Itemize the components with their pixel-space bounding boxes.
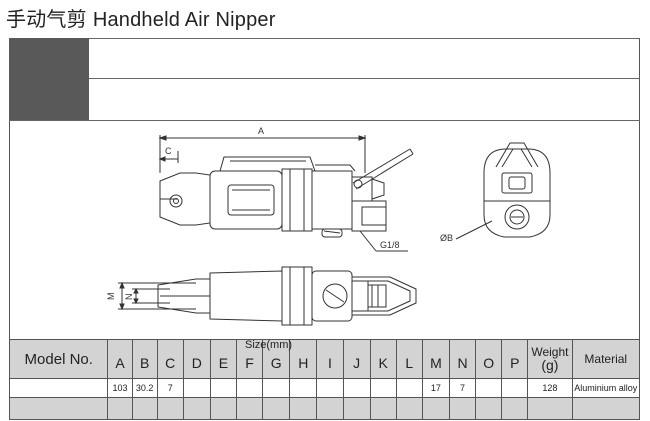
- top-view: [118, 266, 417, 326]
- size-header: Size(mm): [245, 339, 293, 351]
- value-g: [262, 378, 291, 398]
- value-c: 7: [156, 378, 184, 398]
- size-col-m: M: [421, 339, 450, 379]
- spec-table: Model No. A B C D E F G H I J K L M N O …: [8, 339, 640, 420]
- title-chinese: 手动气剪: [6, 9, 87, 31]
- empty-cell: [316, 397, 344, 420]
- size-col-i: I: [316, 339, 344, 379]
- technical-drawing: A C G1/8 ØB M N: [106, 126, 551, 326]
- value-b: 30.2: [131, 378, 158, 398]
- divider-bottom: [9, 120, 640, 121]
- weight-unit-label: (g): [541, 356, 559, 373]
- empty-cell: [501, 397, 529, 420]
- value-j: [342, 378, 371, 398]
- table-empty-row: [8, 397, 640, 420]
- material-header: Material: [571, 339, 640, 379]
- value-h: [289, 378, 318, 398]
- weight-header-label: Weight: [531, 344, 569, 359]
- empty-cell: [182, 397, 211, 420]
- value-k: [369, 378, 397, 398]
- empty-cell: [262, 397, 291, 420]
- fitting-g-label: G1/8: [380, 240, 400, 250]
- size-col-g: G: [262, 339, 291, 379]
- size-col-f: F: [236, 339, 264, 379]
- value-f: [236, 378, 264, 398]
- value-i: [316, 378, 344, 398]
- end-view: [455, 142, 551, 240]
- divider-middle: [89, 78, 640, 79]
- table-row: 103 30.2 7 17 7 128 Aluminium alloy: [8, 378, 640, 398]
- dimension-n-label: N: [124, 294, 134, 301]
- size-col-p: P: [501, 339, 529, 379]
- empty-cell: [156, 397, 184, 420]
- size-col-e: E: [209, 339, 238, 379]
- value-a: 103: [107, 378, 133, 398]
- size-col-l: L: [395, 339, 423, 379]
- dimension-m-label: M: [106, 293, 116, 301]
- dimension-c-label: C: [165, 146, 172, 156]
- empty-cell: [571, 397, 640, 420]
- material-value: Aluminium alloy: [571, 378, 640, 398]
- value-n: 7: [448, 378, 477, 398]
- size-col-n: N: [448, 339, 477, 379]
- side-view: [158, 135, 414, 252]
- value-p: [501, 378, 529, 398]
- size-col-c: C: [156, 339, 184, 379]
- empty-cell: [342, 397, 371, 420]
- title-english: Handheld Air Nipper: [92, 9, 276, 31]
- table-header-row: Model No. A B C D E F G H I J K L M N O …: [8, 339, 640, 379]
- weight-value: 128: [527, 378, 573, 398]
- empty-cell: [107, 397, 133, 420]
- divider-top: [89, 38, 640, 39]
- value-e: [209, 378, 238, 398]
- empty-cell: [421, 397, 450, 420]
- empty-cell: [131, 397, 158, 420]
- size-col-d: D: [182, 339, 211, 379]
- size-col-o: O: [475, 339, 503, 379]
- empty-cell: [209, 397, 238, 420]
- value-m: 17: [421, 378, 450, 398]
- empty-cell: [369, 397, 397, 420]
- weight-header: Weight(g): [527, 339, 573, 379]
- header-dark-block: [9, 38, 89, 120]
- model-header: Model No.: [8, 339, 109, 379]
- value-d: [182, 378, 211, 398]
- size-col-b: B: [131, 339, 158, 379]
- dimension-a-label: A: [258, 126, 264, 136]
- value-l: [395, 378, 423, 398]
- empty-cell: [8, 397, 109, 420]
- empty-cell: [448, 397, 477, 420]
- model-value: [8, 378, 109, 398]
- empty-cell: [289, 397, 318, 420]
- diameter-b-label: ØB: [440, 233, 453, 243]
- value-o: [475, 378, 503, 398]
- size-col-k: K: [369, 339, 397, 379]
- size-col-h: H: [289, 339, 318, 379]
- empty-cell: [527, 397, 573, 420]
- size-col-a: A: [107, 339, 133, 379]
- empty-cell: [395, 397, 423, 420]
- empty-cell: [236, 397, 264, 420]
- empty-cell: [475, 397, 503, 420]
- size-col-j: J: [342, 339, 371, 379]
